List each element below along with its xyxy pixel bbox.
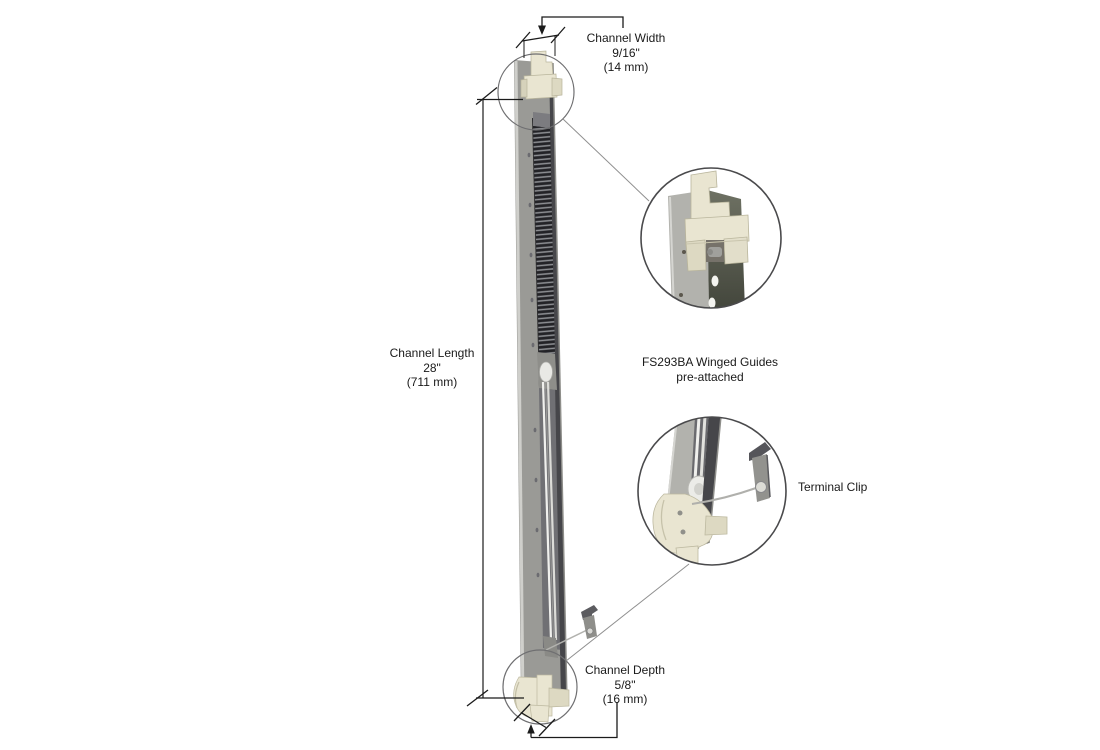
channel-length-title: Channel Length <box>389 346 475 360</box>
channel-width-imperial: 9/16" <box>612 45 640 60</box>
pulley-and-cords <box>537 352 558 658</box>
terminal-clip-label: Terminal Clip <box>798 480 867 495</box>
channel-length-metric: (711 mm) <box>406 375 458 389</box>
winged-guides-line1: FS293BA Winged Guides <box>641 355 779 369</box>
detail-circle-winged-guide <box>640 167 782 309</box>
channel-depth-label: Channel Depth 5/8" (16 mm) <box>585 663 665 707</box>
winged-guides-line2: pre-attached <box>676 369 744 384</box>
channel-depth-imperial: 5/8" <box>614 677 636 692</box>
window-balance-photo <box>513 50 598 723</box>
dim-channel-length <box>466 86 524 707</box>
winged-guide-top <box>520 50 563 100</box>
channel-length-imperial: 28" <box>423 360 441 375</box>
spring <box>533 112 555 355</box>
channel-width-title: Channel Width <box>586 31 666 45</box>
channel-depth-title: Channel Depth <box>584 663 666 677</box>
channel-width-metric: (14 mm) <box>603 60 649 74</box>
terminal-clip <box>545 605 598 651</box>
rivet-holes <box>527 152 540 578</box>
dim-channel-depth <box>513 702 618 739</box>
winged-guide-closeup <box>668 170 750 308</box>
channel-depth-metric: (16 mm) <box>602 692 648 706</box>
dim-channel-width <box>515 16 624 58</box>
terminal-clip-title: Terminal Clip <box>798 480 868 494</box>
bottom-guide-foot <box>513 674 570 723</box>
channel-length-label: Channel Length 28" (711 mm) <box>390 346 475 390</box>
channel-width-label: Channel Width 9/16" (14 mm) <box>587 31 666 75</box>
winged-guides-label: FS293BA Winged Guides pre-attached <box>642 355 778 384</box>
connector-line-bottom <box>565 563 690 662</box>
connector-line-top <box>562 118 650 202</box>
zoom-circle-top <box>497 53 575 131</box>
detail-circle-terminal-clip <box>637 416 787 566</box>
